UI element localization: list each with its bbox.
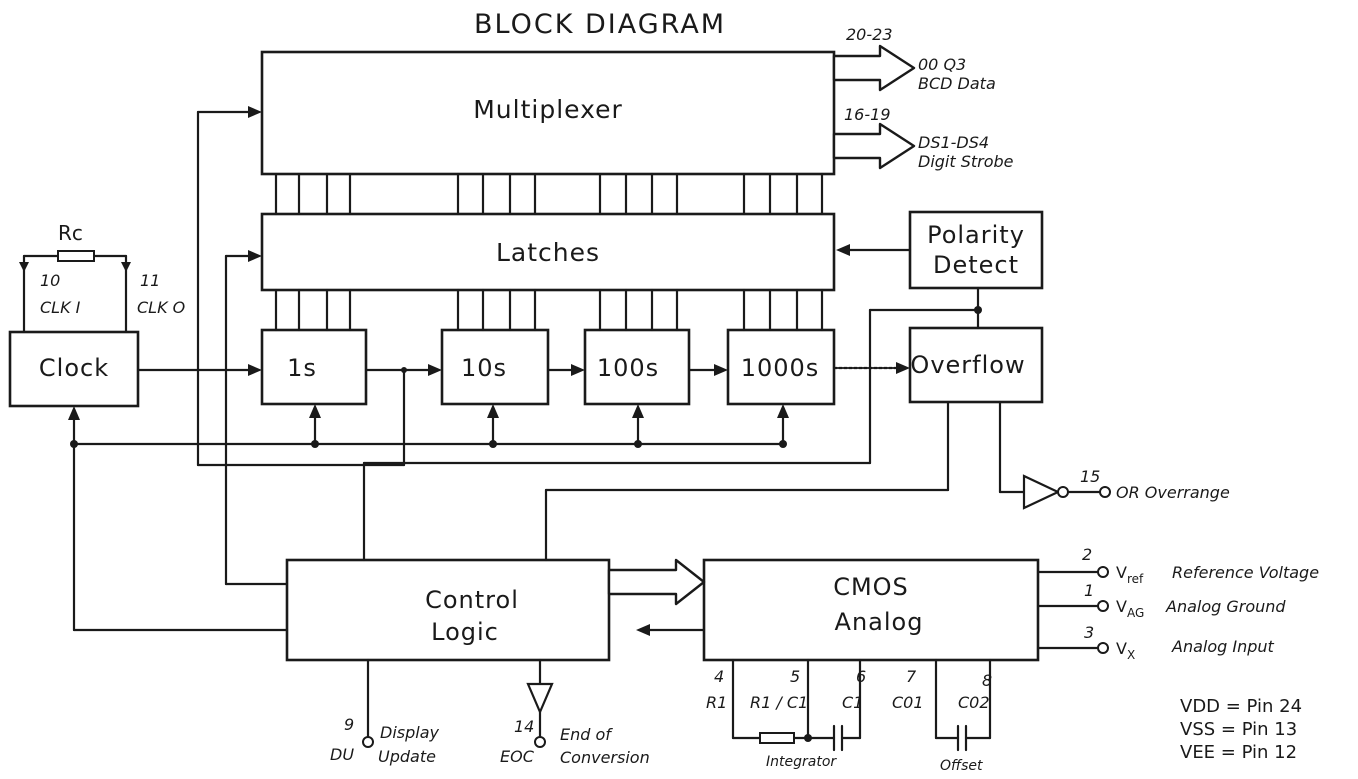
or-label: OR Overrange [1116, 483, 1230, 502]
multiplexer-label: Multiplexer [473, 95, 623, 124]
display-update-pin [362, 658, 374, 748]
du-code: DU [330, 745, 354, 764]
bcd-pins-label: 20-23 [846, 25, 893, 44]
counter-1000s-block [726, 328, 836, 406]
power-note-vss: VSS = Pin 13 [1180, 719, 1297, 740]
control-logic-block [285, 558, 611, 662]
reset-bus-wires [68, 404, 789, 632]
overflow-block [908, 326, 1044, 404]
pin7-number: 7 [906, 667, 917, 686]
clock-label: Clock [39, 354, 109, 382]
power-note-vee: VEE = Pin 12 [1180, 742, 1297, 763]
analog-input-pins [1036, 566, 1109, 654]
ds-label-1: DS1-DS4 [918, 133, 989, 152]
polarity-label-1: Polarity [927, 221, 1025, 249]
du-label-2: Update [378, 747, 436, 766]
polarity-label-2: Detect [933, 251, 1019, 279]
cmos-analog-block [702, 558, 1040, 662]
bcd-data-bus-arrow [832, 44, 916, 92]
du-pin-number: 9 [344, 715, 354, 734]
counter-chain-wires [136, 362, 910, 376]
counter-1000s-label: 1000s [741, 354, 820, 382]
pin7-name: C01 [892, 693, 924, 712]
vx-pin-number: 3 [1084, 623, 1094, 642]
multiplexer-block [260, 50, 836, 176]
pin11-number: 11 [140, 271, 160, 290]
counter-1s-label: 1s [287, 354, 317, 382]
bcd-label-2: BCD Data [918, 74, 996, 93]
eoc-pin-number: 14 [514, 717, 534, 736]
overflow-label: Overflow [910, 351, 1025, 379]
mux-select-wire [196, 106, 407, 467]
polarity-feedback-wire [362, 286, 982, 562]
control-label-1: Control [425, 586, 519, 614]
pin4-name: R1 [706, 693, 727, 712]
counter-10s-block [440, 328, 550, 406]
bcd-label-1: 00 Q3 [918, 55, 966, 74]
eoc-label-1: End of [560, 725, 613, 744]
eoc-label-2: Conversion [560, 748, 650, 767]
control-to-latches-wire [224, 250, 289, 586]
mux-latch-bus-lines [274, 172, 824, 216]
vag-symbol: VAG [1116, 597, 1144, 620]
counter-10s-label: 10s [461, 354, 507, 382]
pin10-number: 10 [40, 271, 60, 290]
offset-network [934, 658, 992, 752]
latches-label: Latches [496, 238, 600, 267]
pin5-number: 5 [790, 667, 800, 686]
control-to-analog-bus [607, 558, 706, 606]
clock-rc-network [19, 250, 131, 334]
latch-counter-bus-lines [274, 288, 824, 332]
pin8-name: C02 [958, 693, 990, 712]
offset-label: Offset [940, 758, 983, 774]
ds-pins-label: 16-19 [844, 105, 891, 124]
vx-desc: Analog Input [1171, 637, 1275, 656]
pin4-number: 4 [714, 667, 724, 686]
vref-symbol: Vref [1116, 563, 1144, 586]
polarity-to-latches-arrow [836, 244, 850, 256]
counter-1s-block [260, 328, 368, 406]
pin6-name: C1 [842, 693, 863, 712]
digit-strobe-bus-arrow [832, 122, 916, 170]
pin6-number: 6 [856, 667, 866, 686]
analog-to-control-arrow [636, 624, 650, 636]
diagram-title: BLOCK DIAGRAM [474, 9, 726, 40]
power-note-vdd: VDD = Pin 24 [1180, 696, 1302, 717]
integrator-label: Integrator [766, 754, 837, 770]
cmos-label-2: Analog [835, 608, 924, 636]
counter-100s-label: 100s [597, 354, 659, 382]
vx-symbol: VX [1116, 639, 1135, 662]
vref-pin-number: 2 [1082, 545, 1092, 564]
vag-pin-number: 1 [1084, 581, 1094, 600]
overflow-feedback-wire [544, 400, 950, 562]
pin5-name: R1 / C1 [750, 693, 808, 712]
control-label-2: Logic [431, 618, 499, 646]
du-label-1: Display [380, 723, 440, 742]
vag-desc: Analog Ground [1165, 597, 1286, 616]
counter-100s-block [583, 328, 691, 406]
end-of-conversion-pin [526, 658, 554, 748]
eoc-code: EOC [500, 747, 535, 766]
overrange-output [998, 400, 1111, 510]
pin10-name: CLK I [40, 298, 81, 317]
rc-resistor-label: Rc [58, 221, 83, 245]
polarity-detect-block [908, 210, 1044, 290]
cmos-label-1: CMOS [833, 573, 909, 601]
vref-desc: Reference Voltage [1172, 563, 1319, 582]
pin11-name: CLK O [137, 298, 185, 317]
latches-block [260, 212, 836, 292]
ds-label-2: Digit Strobe [918, 152, 1014, 171]
pin8-number: 8 [982, 671, 992, 690]
integrator-network [731, 658, 862, 752]
or-pin-number: 15 [1080, 467, 1100, 486]
